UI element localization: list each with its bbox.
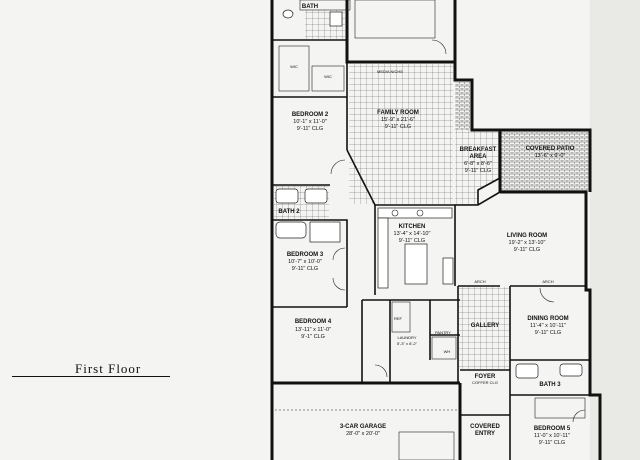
living-room-name: LIVING ROOM bbox=[507, 233, 547, 239]
breakfast-tile bbox=[455, 130, 500, 205]
ref-label: REF bbox=[394, 316, 403, 321]
bath3-label: BATH 3 bbox=[539, 382, 561, 388]
bedroom4-name: BEDROOM 4 bbox=[295, 319, 332, 325]
family-room-dims: 15'-9" x 21'-6" bbox=[381, 117, 415, 123]
bedroom5-dims: 11'-0" x 10'-11" bbox=[534, 433, 570, 439]
page-edge bbox=[590, 0, 640, 460]
bedroom3-clg: 9'-11" CLG bbox=[292, 266, 318, 272]
bedroom4-dims: 13'-11" x 11'-0" bbox=[295, 327, 331, 333]
brick-column bbox=[455, 82, 471, 130]
breakfast-dims: 6'-8" x 8'-6" bbox=[464, 161, 492, 167]
bath-fixtures bbox=[275, 9, 583, 379]
patio-brick bbox=[501, 131, 589, 191]
family-room-name: FAMILY ROOM bbox=[377, 110, 419, 116]
living-room-clg: 9'-11" CLG bbox=[514, 247, 540, 253]
kitchen-name: KITCHEN bbox=[399, 224, 426, 230]
foyer-name: FOYER bbox=[475, 374, 496, 380]
bedroom5-clg: 9'-11" CLG bbox=[539, 440, 565, 446]
laundry-dims: 5'-3" x 8'-2" bbox=[397, 341, 418, 346]
bath2-label: BATH 2 bbox=[278, 209, 300, 215]
garage-name: 3-CAR GARAGE bbox=[340, 424, 386, 430]
closets bbox=[278, 45, 586, 419]
breakfast-name: BREAKFAST bbox=[460, 147, 497, 153]
gallery-label: GALLERY bbox=[471, 323, 499, 329]
garage-features bbox=[275, 0, 458, 460]
interior-walls bbox=[272, 39, 590, 460]
bedroom2-dims: 10'-1" x 11'-0" bbox=[293, 119, 326, 125]
bedroom4-clg: 9'-1" CLG bbox=[301, 334, 325, 340]
wic-label: WIC bbox=[290, 64, 298, 69]
dining-room-clg: 9'-11" CLG bbox=[535, 330, 561, 336]
breakfast-clg: 9'-11" CLG bbox=[465, 168, 491, 174]
kitchen-dims: 13'-4" x 14'-10" bbox=[394, 231, 431, 237]
garage-dims: 28'-0" x 20'-0" bbox=[346, 431, 380, 437]
bedroom3-name: BEDROOM 3 bbox=[287, 252, 324, 258]
bath-top-label: BATH bbox=[302, 4, 318, 10]
breakfast-name2: AREA bbox=[469, 154, 487, 160]
bedroom2-name: BEDROOM 2 bbox=[292, 112, 329, 118]
pantry-label: PANTRY bbox=[435, 330, 451, 335]
patio-dims: 13'-6" x 9'-0" bbox=[535, 153, 566, 159]
wic-label-2: WIC bbox=[324, 74, 332, 79]
dining-room-name: DINING ROOM bbox=[527, 316, 568, 322]
laundry-name: LAUNDRY bbox=[397, 335, 416, 340]
wh-label: WH bbox=[444, 349, 451, 354]
bedroom5-name: BEDROOM 5 bbox=[534, 426, 571, 432]
media-niche-label: MEDIA NICHE bbox=[377, 69, 403, 74]
bedroom3-dims: 10'-7" x 10'-0" bbox=[288, 259, 322, 265]
door-swings bbox=[330, 39, 586, 423]
covered-entry-name2: ENTRY bbox=[475, 431, 495, 437]
floor-title: First Floor bbox=[75, 361, 142, 376]
gallery-tile bbox=[459, 287, 509, 369]
family-room-tile bbox=[349, 64, 453, 204]
bedroom2-clg: 9'-11" CLG bbox=[297, 126, 323, 132]
family-room-clg: 9'-11" CLG bbox=[385, 124, 411, 130]
title-underline bbox=[12, 376, 170, 377]
arch-label-1: ARCH bbox=[474, 279, 485, 284]
living-room-dims: 19'-2" x 13'-10" bbox=[509, 240, 546, 246]
covered-entry-name: COVERED bbox=[470, 424, 500, 430]
kitchen-counters bbox=[377, 207, 454, 289]
patio-name: COVERED PATIO bbox=[526, 146, 575, 152]
arch-label-2: ARCH bbox=[542, 279, 553, 284]
kitchen-clg: 9'-11" CLG bbox=[399, 238, 425, 244]
dining-room-dims: 11'-4" x 10'-11" bbox=[530, 323, 566, 329]
foyer-clg: COFFER CLG bbox=[472, 380, 498, 385]
